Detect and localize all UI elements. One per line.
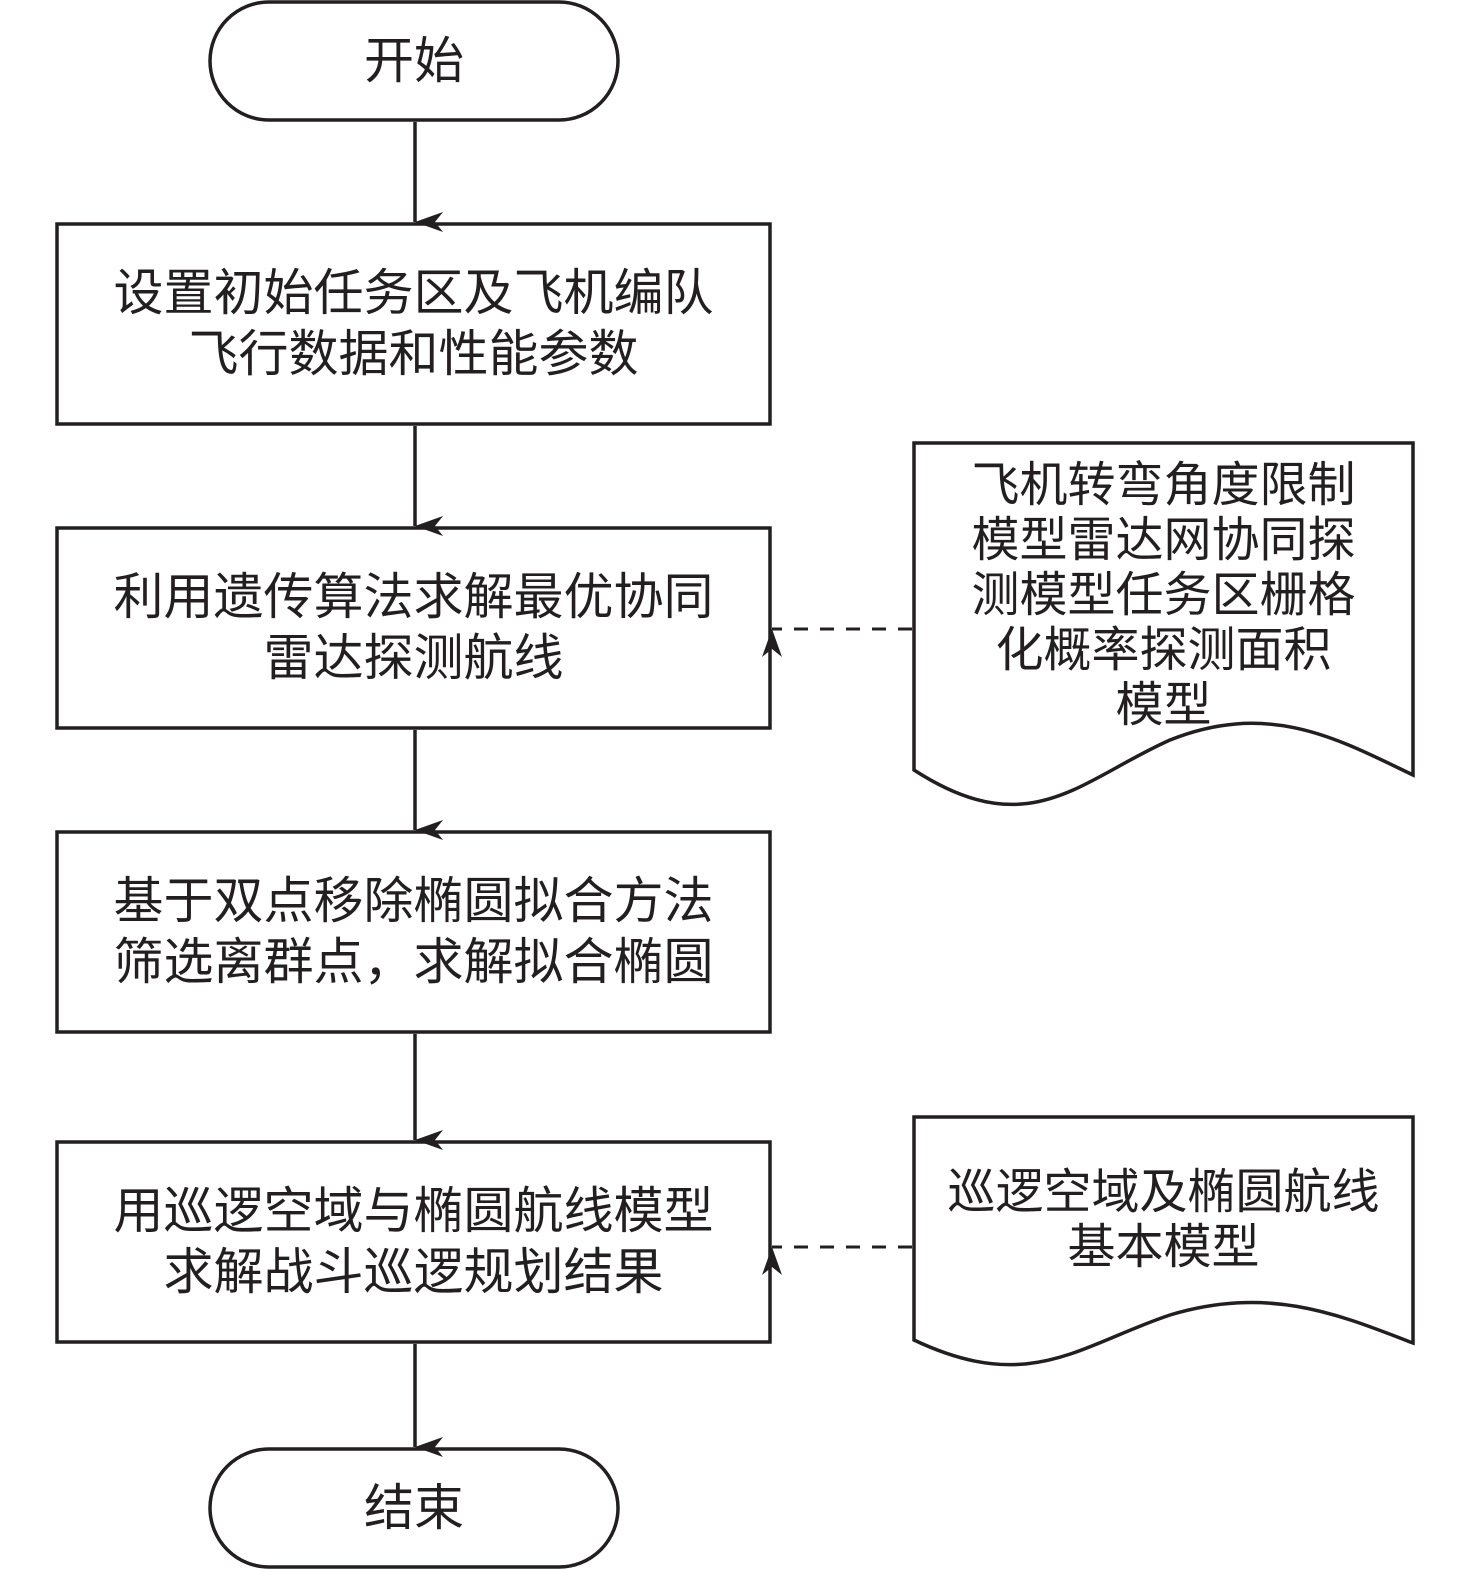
end-label: 结束 <box>364 1478 464 1537</box>
input2-label: 巡逻空域及椭圆航线 基本模型 <box>947 1164 1380 1275</box>
input1-label: 飞机转弯角度限制 模型雷达网协同探 测模型任务区栅格 化概率探测面积 模型 <box>971 456 1356 733</box>
step2-box-shape <box>55 526 772 730</box>
step2-label: 利用遗传算法求解最优协同 雷达探测航线 <box>113 568 714 687</box>
step3-box-shape <box>55 830 772 1034</box>
step4-label: 用巡逻空域与椭圆航线模型 求解战斗巡逻规划结果 <box>113 1182 714 1301</box>
step3-label: 基于双点移除椭圆拟合方法 筛选离群点，求解拟合椭圆 <box>113 872 714 991</box>
step1-box-shape <box>55 222 772 426</box>
start-terminator-shape <box>208 0 620 122</box>
input2-document-shape <box>912 1115 1415 1367</box>
input1-document-shape <box>912 441 1415 807</box>
step4-box-shape <box>55 1140 772 1344</box>
step1-label: 设置初始任务区及飞机编队 飞行数据和性能参数 <box>113 264 714 383</box>
end-terminator-shape <box>208 1447 620 1569</box>
start-label: 开始 <box>364 31 464 90</box>
